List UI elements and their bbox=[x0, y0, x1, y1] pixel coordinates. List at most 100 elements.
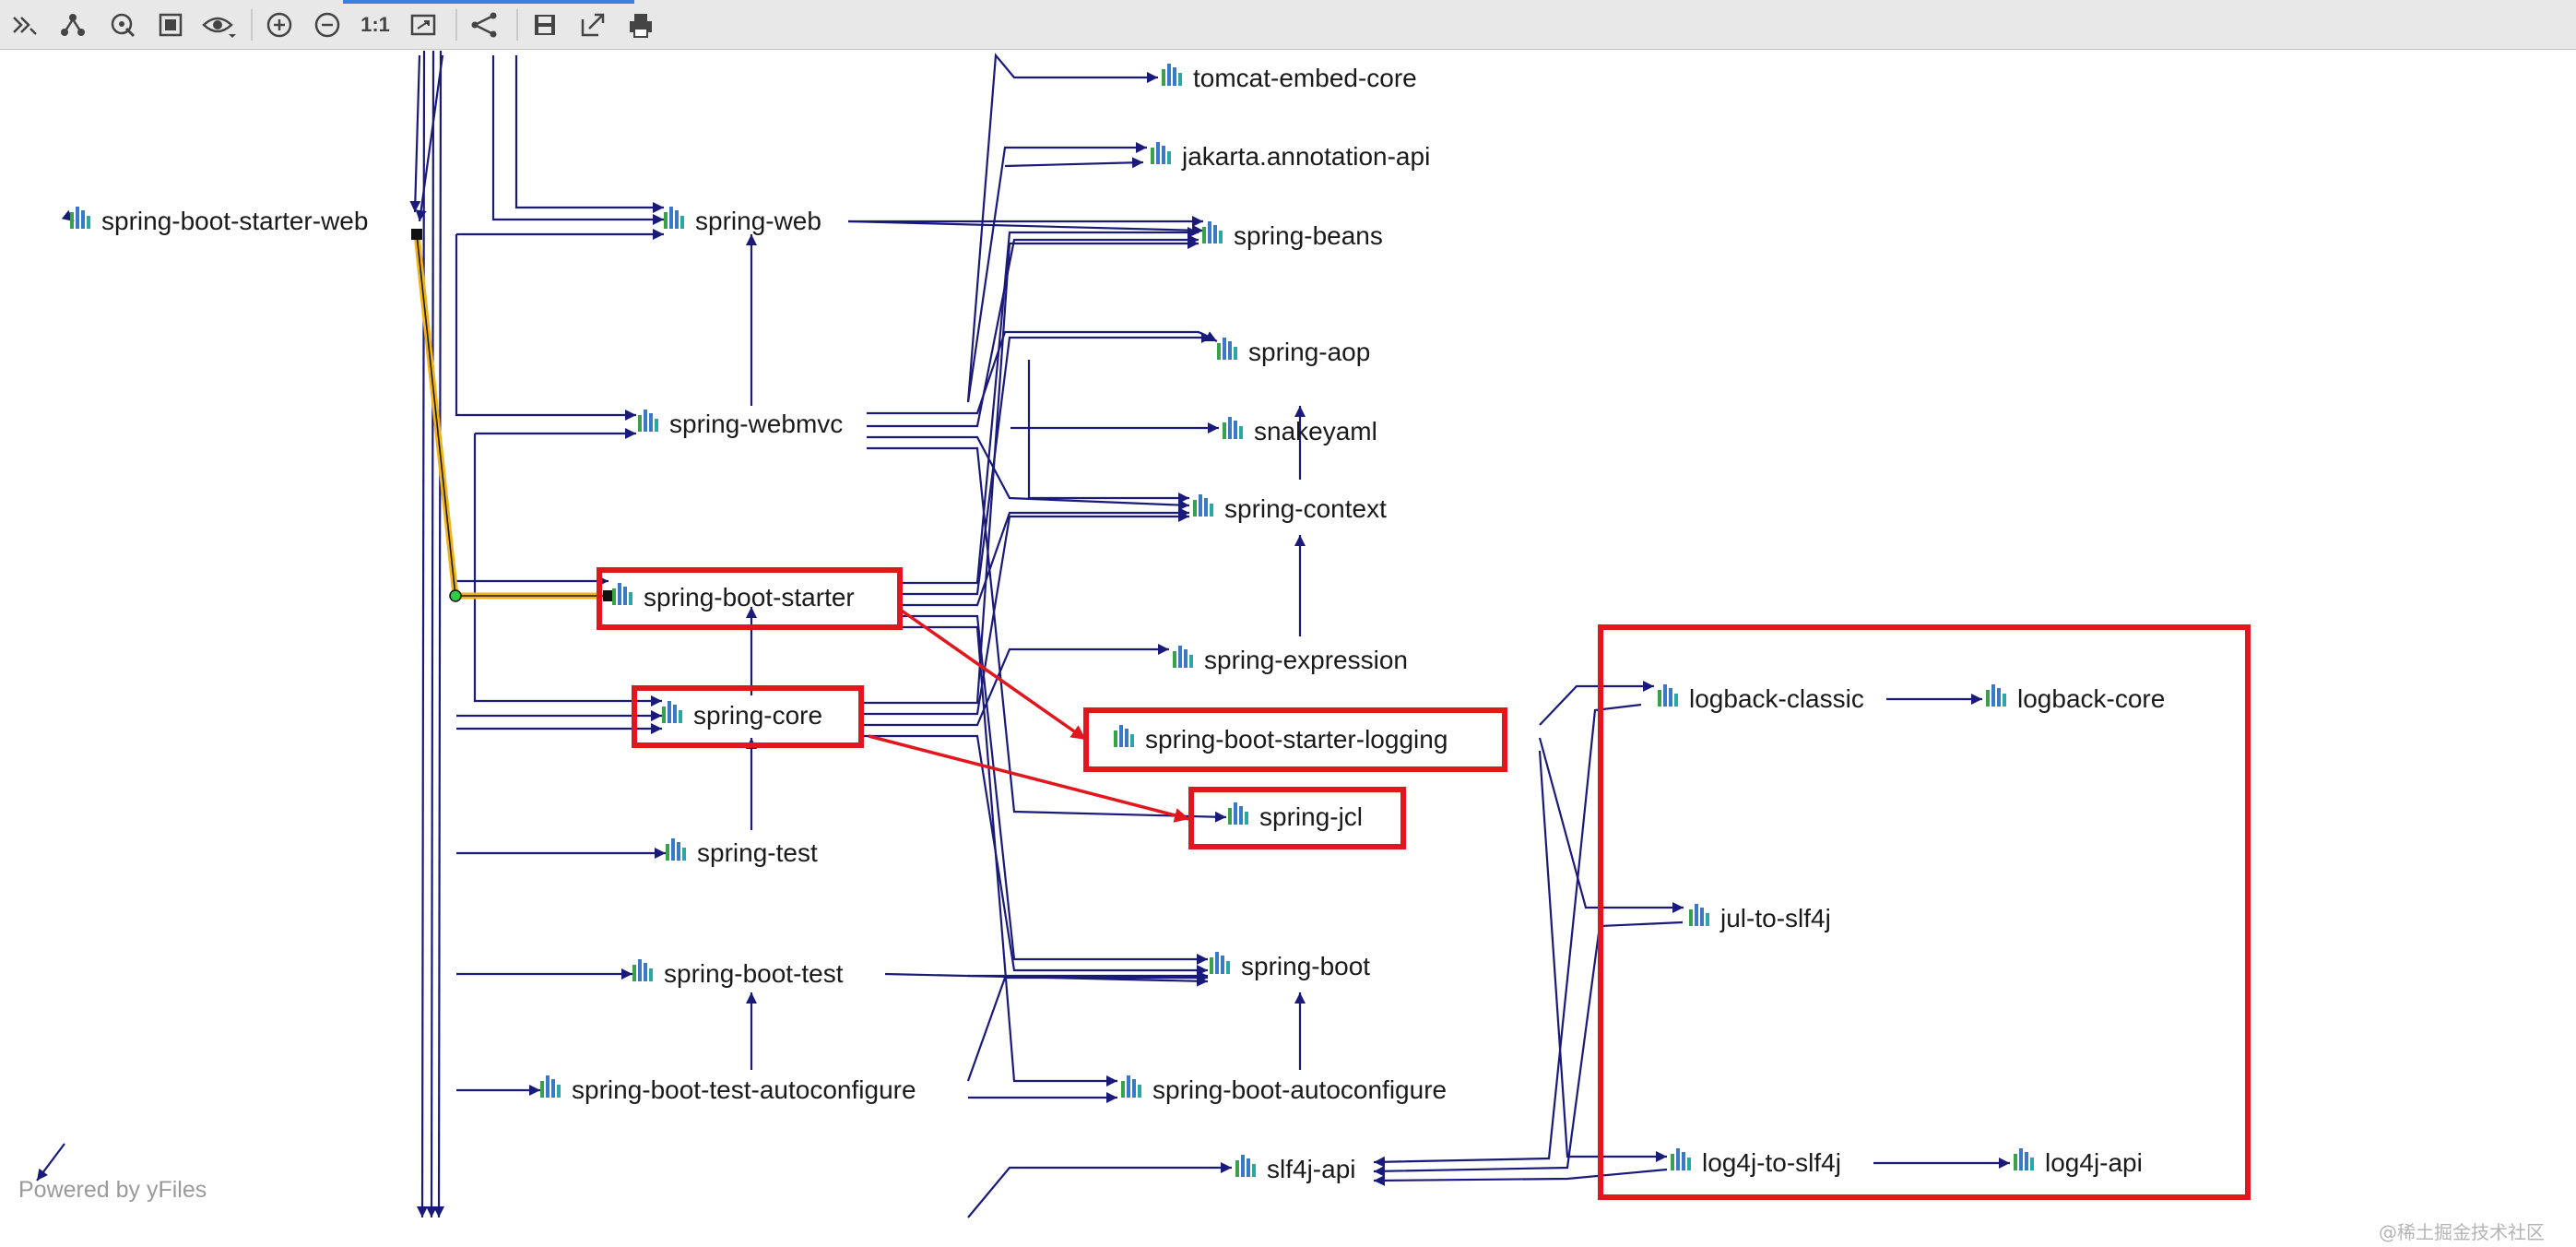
dependency-edge bbox=[862, 511, 1189, 716]
node-label: spring-boot bbox=[1241, 952, 1370, 980]
node-label: logback-core bbox=[2017, 684, 2165, 713]
save-icon[interactable] bbox=[527, 7, 562, 42]
library-icon bbox=[540, 1075, 561, 1098]
node-saop[interactable]: spring-aop bbox=[1217, 338, 1370, 366]
print-icon[interactable] bbox=[623, 7, 658, 42]
collapse-icon[interactable] bbox=[7, 7, 42, 42]
node-label: log4j-to-slf4j bbox=[1702, 1148, 1841, 1177]
node-sbta[interactable]: spring-boot-test-autoconfigure bbox=[540, 1075, 916, 1104]
node-tomcat[interactable]: tomcat-embed-core bbox=[1162, 64, 1417, 92]
dependency-edge bbox=[433, 50, 445, 1218]
library-icon bbox=[1193, 494, 1213, 517]
node-lbcore[interactable]: logback-core bbox=[1986, 684, 2165, 713]
node-jakarta[interactable]: jakarta.annotation-api bbox=[1151, 142, 1430, 171]
selection-handle[interactable] bbox=[603, 590, 614, 601]
toolbar-separator bbox=[251, 9, 253, 41]
dependency-edge bbox=[967, 1162, 1232, 1218]
highlight-box bbox=[1083, 707, 1507, 772]
node-sboot[interactable]: spring-boot bbox=[1210, 952, 1370, 980]
library-icon bbox=[666, 838, 686, 861]
fit-content-icon[interactable] bbox=[153, 7, 188, 42]
node-sbsw[interactable]: spring-boot-starter-web bbox=[70, 207, 368, 235]
dependency-edge bbox=[1539, 681, 1654, 726]
node-label: spring-aop bbox=[1248, 338, 1370, 366]
actual-size-icon[interactable]: 1:1 bbox=[360, 13, 390, 36]
library-icon bbox=[664, 207, 684, 229]
dependency-edge bbox=[862, 644, 1169, 727]
highlight-arrow bbox=[897, 607, 1088, 742]
export-icon[interactable] bbox=[575, 7, 610, 42]
powered-by-label: Powered by yFiles bbox=[18, 1177, 207, 1203]
node-label: spring-webmvc bbox=[669, 410, 843, 438]
library-icon bbox=[1202, 221, 1223, 243]
library-icon bbox=[2014, 1148, 2034, 1170]
node-jul[interactable]: jul-to-slf4j bbox=[1689, 904, 1831, 932]
node-sbtest[interactable]: spring-boot-test bbox=[632, 959, 844, 988]
node-label: slf4j-api bbox=[1267, 1155, 1355, 1183]
node-label: log4j-api bbox=[2045, 1148, 2143, 1177]
highlight-arrow bbox=[868, 734, 1190, 823]
dependency-edge bbox=[847, 220, 1204, 236]
dependency-edge bbox=[966, 53, 1158, 403]
node-label: spring-test bbox=[697, 838, 818, 867]
zoom-out-icon[interactable] bbox=[310, 7, 345, 42]
dependency-edge bbox=[867, 234, 1199, 428]
active-tab-indicator bbox=[343, 0, 634, 4]
layout-icon[interactable] bbox=[467, 7, 502, 42]
dependency-edge bbox=[473, 433, 662, 707]
node-snake[interactable]: snakeyaml bbox=[1223, 417, 1377, 445]
zoom-in-icon[interactable] bbox=[262, 7, 297, 42]
library-icon bbox=[632, 959, 653, 981]
dependency-diagram: spring-boot-starter-web spring-web spring-… bbox=[36, 50, 2251, 1218]
library-icon bbox=[1217, 338, 1237, 360]
library-icon bbox=[612, 583, 632, 605]
node-lbclassic[interactable]: logback-classic bbox=[1658, 684, 1864, 713]
node-label: spring-boot-starter bbox=[644, 583, 855, 612]
hierarchy-icon[interactable] bbox=[55, 7, 90, 42]
watermark: @稀土掘金技术社区 bbox=[2379, 1221, 2545, 1243]
node-sjcl[interactable]: spring-jcl bbox=[1228, 802, 1363, 831]
library-icon bbox=[1173, 646, 1193, 668]
library-icon bbox=[1671, 1148, 1691, 1170]
node-label: spring-boot-autoconfigure bbox=[1152, 1075, 1447, 1104]
node-log4jslf[interactable]: log4j-to-slf4j bbox=[1671, 1148, 1841, 1177]
dependency-edge bbox=[899, 614, 1208, 965]
node-slf4j[interactable]: slf4j-api bbox=[1235, 1155, 1355, 1183]
dependency-edge bbox=[409, 54, 421, 213]
selection-handle[interactable] bbox=[449, 589, 462, 602]
toolbar-separator bbox=[455, 9, 457, 41]
dependency-edge bbox=[1538, 737, 1684, 913]
node-sctx[interactable]: spring-context bbox=[1193, 494, 1387, 523]
highlight-box bbox=[1188, 787, 1406, 849]
node-score[interactable]: spring-core bbox=[662, 701, 822, 730]
dependency-edge bbox=[1538, 750, 1667, 1162]
node-sexpr[interactable]: spring-expression bbox=[1173, 646, 1408, 674]
library-icon bbox=[1228, 802, 1248, 825]
dependency-nodes: spring-boot-starter-web spring-web spring-… bbox=[70, 64, 2165, 1183]
selection-handle[interactable] bbox=[411, 229, 422, 240]
dependency-edge bbox=[36, 1143, 65, 1182]
node-sweb[interactable]: spring-web bbox=[664, 207, 821, 235]
eye-icon[interactable] bbox=[201, 7, 236, 42]
dependency-edge bbox=[1373, 920, 1684, 1177]
node-label: spring-beans bbox=[1234, 221, 1383, 250]
node-label: spring-context bbox=[1224, 494, 1387, 523]
node-swebmvc[interactable]: spring-webmvc bbox=[638, 410, 843, 438]
select-icon[interactable] bbox=[105, 7, 140, 42]
dependency-edge bbox=[899, 332, 1212, 596]
dependency-edge bbox=[867, 446, 1227, 823]
dependency-edge bbox=[862, 238, 1199, 705]
dependency-edge bbox=[899, 227, 1199, 585]
dependency-edge bbox=[1004, 157, 1144, 169]
node-label: logback-classic bbox=[1689, 684, 1864, 713]
node-stest[interactable]: spring-test bbox=[666, 838, 818, 867]
node-sbac[interactable]: spring-boot-autoconfigure bbox=[1121, 1075, 1447, 1104]
library-icon bbox=[1121, 1075, 1141, 1098]
node-sbeans[interactable]: spring-beans bbox=[1202, 221, 1383, 250]
library-icon bbox=[662, 701, 682, 723]
node-sbsl[interactable]: spring-boot-starter-logging bbox=[1114, 725, 1448, 754]
fit-page-icon[interactable] bbox=[406, 7, 441, 42]
dependency-edge bbox=[1027, 360, 1189, 504]
node-log4japi[interactable]: log4j-api bbox=[2014, 1148, 2143, 1177]
node-sbs[interactable]: spring-boot-starter bbox=[612, 583, 855, 612]
